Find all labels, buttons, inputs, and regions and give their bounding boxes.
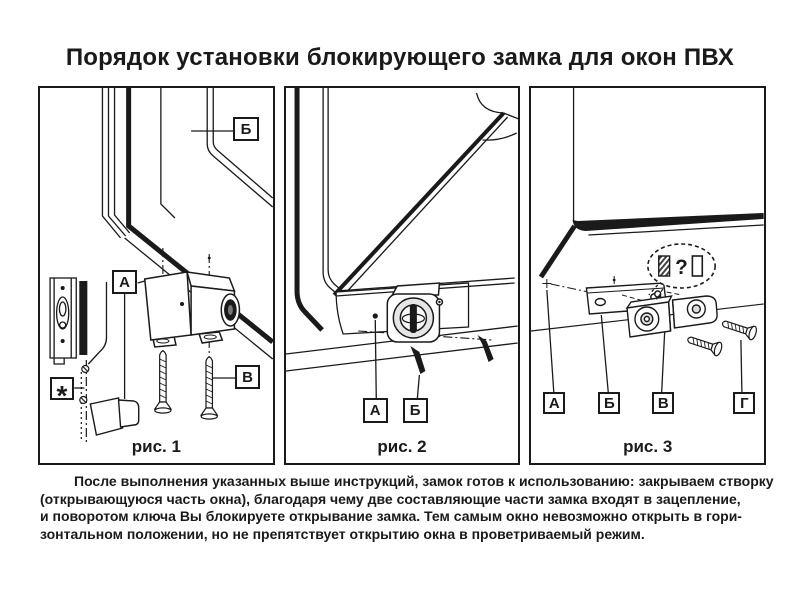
keeper-drawing <box>89 397 140 436</box>
drill-mark <box>161 251 165 255</box>
figure3-caption: рис. 3 <box>623 437 673 456</box>
drill-mark <box>207 256 211 260</box>
page-title: Порядок установки блокирующего замка для… <box>65 44 735 71</box>
figure1-caption: рис. 1 <box>131 437 181 456</box>
label-box-v: В <box>235 365 260 389</box>
leader-lines <box>74 130 237 399</box>
marking-position-drawing <box>79 360 90 444</box>
description-line: После выполнения указанных выше инструкц… <box>74 473 774 489</box>
label-text: В <box>657 394 669 412</box>
label-box-v: В <box>652 392 675 414</box>
label-text: Б <box>603 394 615 412</box>
figure1-illustration <box>49 88 273 444</box>
label-box-b: Б <box>402 398 428 423</box>
description-line: зонтальном положении, но не препятствует… <box>40 525 645 542</box>
label-box-b: Б <box>598 392 621 414</box>
alignment-centerline <box>357 330 493 341</box>
thought-bubble: ? <box>647 243 717 301</box>
position-mark <box>542 276 616 293</box>
label-text: А <box>119 273 130 291</box>
label-box-b: Б <box>233 117 259 141</box>
label-box-a: А <box>543 392 566 414</box>
mounted-lock-drawing <box>372 282 443 343</box>
empty-plate-pictogram <box>691 255 704 277</box>
description-line: и поворотом ключа Вы блокируете открыван… <box>40 508 742 524</box>
label-text: В <box>242 368 253 386</box>
frame-profile-drawing <box>49 277 108 365</box>
label-box-a: А <box>362 398 388 423</box>
figure-panels-row: Б А * В рис. 1 <box>38 86 767 465</box>
lock-body-drawing <box>143 271 241 348</box>
leader-lines <box>546 289 743 393</box>
label-box-a: А <box>112 270 137 294</box>
figure2-caption: рис. 2 <box>377 437 427 456</box>
sash-corner-drawing <box>531 88 765 332</box>
label-text: Б <box>409 402 421 419</box>
label-text: А <box>548 394 560 412</box>
figure3-illustration: ? <box>531 88 765 393</box>
pointer-arrows <box>410 335 494 374</box>
screw-drawing <box>154 350 218 420</box>
asterisk-mark: * <box>56 379 68 411</box>
label-box-g: Г <box>733 392 756 414</box>
instructions-paragraph: После выполнения указанных выше инструкц… <box>40 473 774 543</box>
label-box-star: * <box>50 377 74 409</box>
label-text: Б <box>240 120 252 138</box>
description-line: (открывающуюся часть окна), благодаря че… <box>40 490 741 507</box>
tilted-sash-drawing <box>294 88 519 332</box>
figure2-illustration <box>285 88 519 399</box>
figure-panel-1: Б А * В рис. 1 <box>38 86 275 465</box>
leader-lines <box>374 319 420 399</box>
plate-pictogram <box>658 255 671 277</box>
figure-panel-2: А Б рис. 2 <box>283 86 521 465</box>
question-mark: ? <box>675 256 688 279</box>
label-text: А <box>369 402 381 419</box>
label-text: Г <box>740 394 749 412</box>
figure-panel-3: ? А Б В Г рис. 3 <box>529 86 767 465</box>
